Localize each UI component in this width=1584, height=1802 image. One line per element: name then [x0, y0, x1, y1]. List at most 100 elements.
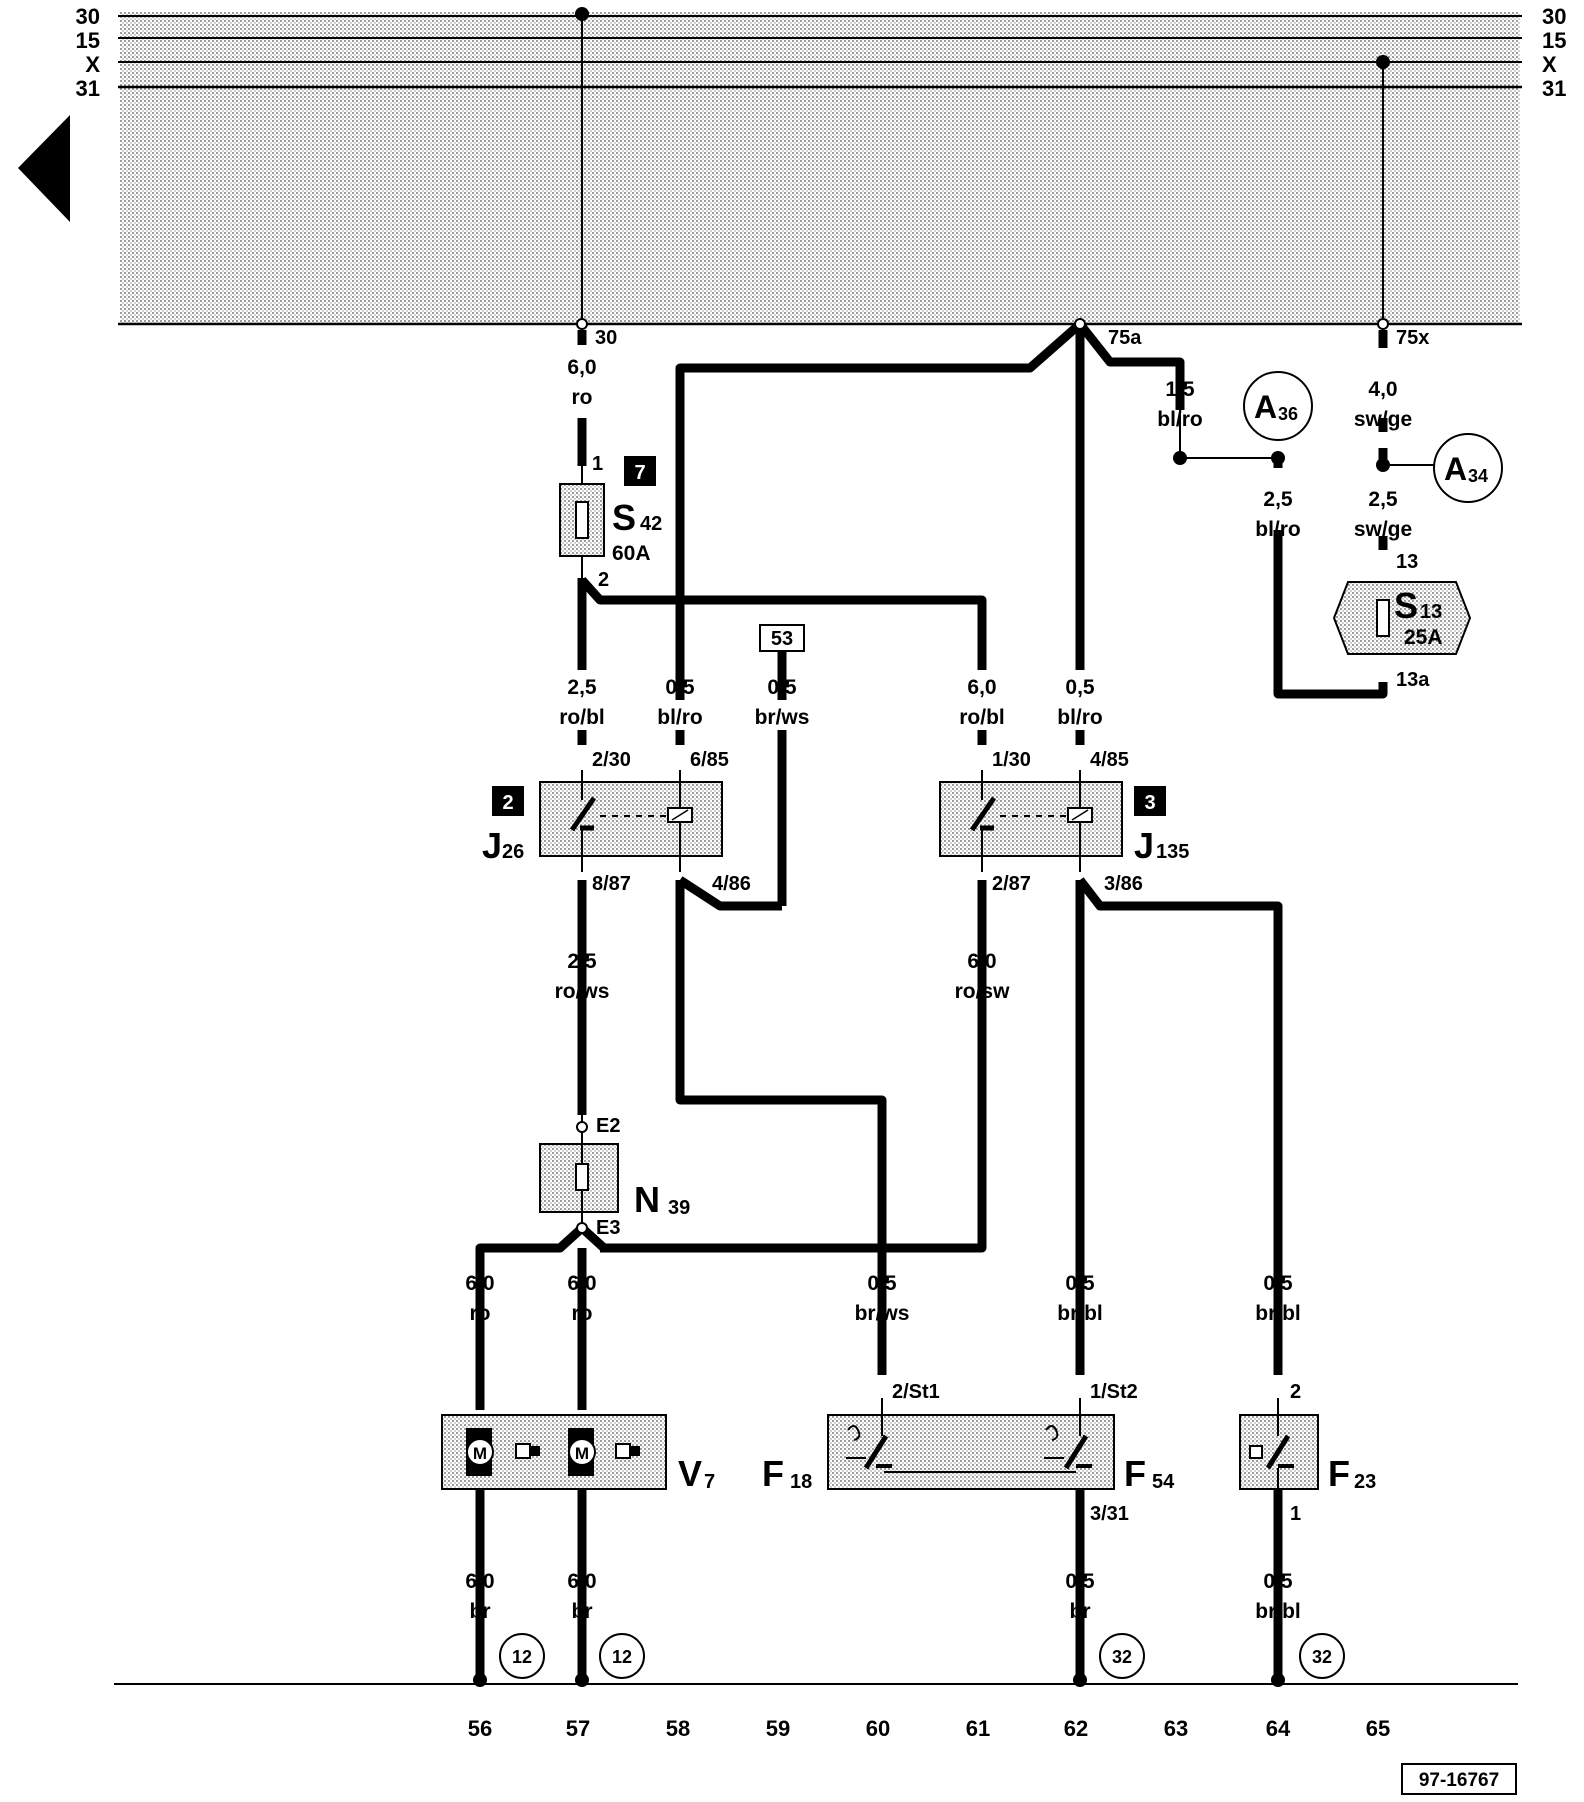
terminal-s13-13a: 13a [1396, 669, 1430, 691]
terminal-f54-331: 3/31 [1090, 1503, 1129, 1525]
wire-75x-color: sw/ge [1354, 408, 1412, 431]
wire-labels: 6,0 ro 1,5 bl/ro 4,0 sw/ge 2,5 bl/ro 2,5… [465, 356, 1412, 1623]
s13-rating: 25A [1404, 626, 1443, 649]
f54-letter: F [1124, 1453, 1146, 1494]
f23-letter: F [1328, 1453, 1350, 1494]
fuse-s42[interactable]: 7 S 42 60A [559, 456, 662, 578]
terminal-f18-2st1: 2/St1 [892, 1381, 940, 1403]
junction-dots [473, 451, 1390, 1687]
wire-g64-color: br/bl [1255, 1600, 1301, 1623]
terminal-30: 30 [595, 327, 617, 349]
a36-letter: A [1254, 389, 1277, 425]
wire-a34-color: sw/ge [1354, 518, 1412, 541]
wire-f23-size: 0,5 [1263, 1272, 1293, 1295]
s42-num: 42 [640, 513, 662, 535]
switch-f23[interactable]: F 23 [1239, 1398, 1376, 1494]
column-63: 63 [1164, 1716, 1188, 1741]
n39-num: 39 [668, 1197, 690, 1219]
relay-contact-icon [569, 770, 693, 872]
rail-label-right-31: 31 [1542, 76, 1566, 101]
j26-letter: J [482, 825, 502, 866]
junction-dot-30 [575, 7, 589, 21]
f18-letter: F [762, 1453, 784, 1494]
ref-a36[interactable]: A 36 [1243, 371, 1313, 441]
wire-75a-size: 1,5 [1165, 378, 1195, 401]
s42-rating: 60A [612, 542, 651, 565]
terminal-n39-e3: E3 [596, 1217, 620, 1239]
a34-num: 34 [1468, 466, 1488, 486]
wire-j135b-size: 0,5 [1065, 676, 1095, 699]
wire-a36-color: bl/ro [1255, 518, 1301, 541]
s42-letter: S [612, 497, 636, 538]
wire-30-size: 6,0 [567, 356, 596, 379]
wire-53-color: br/ws [755, 706, 810, 729]
rail-label-left-15: 15 [76, 28, 100, 53]
wire-j26out-size: 2,5 [567, 950, 597, 973]
thermal-switch-icon [846, 1398, 892, 1470]
column-62: 62 [1064, 1716, 1088, 1741]
fuse-s13[interactable]: S 13 25A [1332, 581, 1472, 655]
terminal-box-53: 53 [759, 624, 805, 652]
fuse-icon [1376, 599, 1390, 637]
wire-f18-color: br/ws [855, 1302, 910, 1325]
motor-v7[interactable]: M M V 7 [441, 1414, 715, 1494]
badge-j135 [1134, 786, 1166, 816]
ref-a34[interactable]: A 34 [1433, 433, 1503, 503]
svg-text:32: 32 [1312, 1647, 1332, 1667]
column-61: 61 [966, 1716, 990, 1741]
s13-num: 13 [1420, 601, 1442, 623]
wires-heavy [475, 319, 1388, 1680]
column-58: 58 [666, 1716, 690, 1741]
terminal-j135-485: 4/85 [1090, 749, 1129, 771]
column-60: 60 [866, 1716, 890, 1741]
rail-shaded-band [120, 12, 1520, 324]
ground-refs: 12 12 32 32 [499, 1633, 1345, 1679]
wire-j26b-color: bl/ro [657, 706, 703, 729]
wire-j135a-size: 6,0 [967, 676, 996, 699]
ground-ref-62: 32 [1099, 1633, 1145, 1679]
svg-text:M: M [575, 1444, 589, 1463]
ground-ref-56: 12 [499, 1633, 545, 1679]
rail-label-right-x: X [1542, 52, 1557, 77]
svg-text:32: 32 [1112, 1647, 1132, 1667]
column-numbers: 56 57 58 59 60 61 62 63 64 65 [468, 1716, 1390, 1741]
wire-v7b-size: 6,0 [567, 1272, 596, 1295]
left-triangle-arrow-icon[interactable] [18, 115, 70, 222]
wire-j135out-size: 6,0 [967, 950, 996, 973]
wire-f18-size: 0,5 [867, 1272, 897, 1295]
column-57: 57 [566, 1716, 590, 1741]
fuse-icon [575, 501, 589, 539]
badge-j26 [492, 786, 524, 816]
svg-text:12: 12 [512, 1647, 532, 1667]
resistor-n39[interactable]: N 39 [539, 1132, 690, 1224]
a36-num: 36 [1278, 404, 1298, 424]
svg-text:12: 12 [612, 1647, 632, 1667]
wire-f54-color: br/bl [1057, 1302, 1103, 1325]
relay-j26[interactable]: 2 J 26 [482, 770, 723, 872]
j135-num: 135 [1156, 841, 1189, 863]
terminal-f23-1: 1 [1290, 1503, 1301, 1525]
terminal-j26-887: 8/87 [592, 873, 631, 895]
wire-f54-size: 0,5 [1065, 1272, 1095, 1295]
wire-v7a-color: ro [470, 1302, 491, 1325]
relay-j135[interactable]: 3 J 135 [939, 770, 1189, 872]
terminal-j26-230: 2/30 [592, 749, 631, 771]
v7-num: 7 [704, 1471, 715, 1493]
svg-text:53: 53 [771, 628, 793, 650]
s13-letter: S [1394, 585, 1418, 626]
wire-v7b-color: ro [572, 1302, 593, 1325]
thermal-switch-icon [1249, 1398, 1294, 1490]
wire-f23-color: br/bl [1255, 1302, 1301, 1325]
wire-g57-color: br [572, 1600, 593, 1623]
wire-j135out-color: ro/sw [955, 980, 1011, 1003]
wire-a34-size: 2,5 [1368, 488, 1398, 511]
v7-letter: V [678, 1453, 702, 1494]
f54-num: 54 [1152, 1471, 1175, 1493]
f18-num: 18 [790, 1471, 812, 1493]
wires-thin [581, 410, 1435, 1490]
column-65: 65 [1366, 1716, 1390, 1741]
wire-75x-size: 4,0 [1368, 378, 1397, 401]
switch-f18-f54[interactable]: F 18 F 54 [762, 1398, 1175, 1494]
terminal-f23-2: 2 [1290, 1381, 1301, 1403]
